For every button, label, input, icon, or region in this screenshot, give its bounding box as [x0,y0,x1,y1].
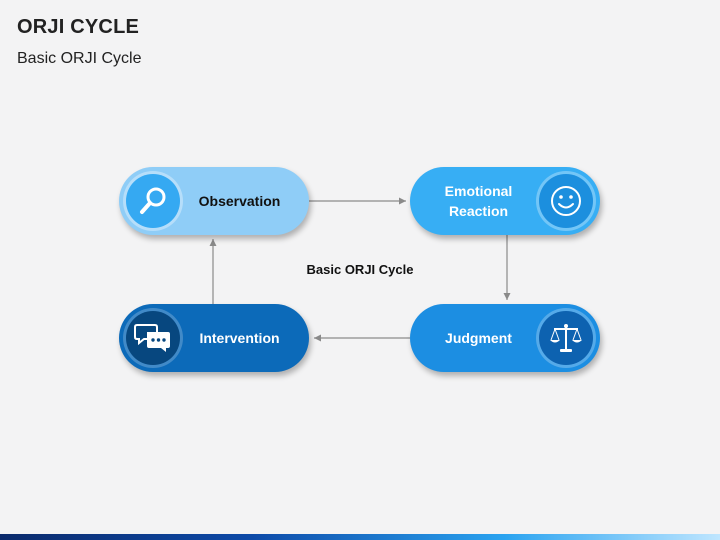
chat-bubbles-icon [126,311,180,365]
magnifier-icon [126,174,180,228]
step-judgment: Judgment [410,304,600,372]
step-label-intervention: Intervention [199,330,280,346]
scales-icon [539,311,593,365]
step-label-judgment: Judgment [445,330,512,346]
page-title: ORJI CYCLE [17,16,140,38]
step-intervention: Intervention [119,304,309,372]
footer-gradient-bar [0,534,720,540]
page-subtitle: Basic ORJI Cycle [17,50,142,67]
diagram-center-label: Basic ORJI Cycle [306,262,414,277]
step-label-emotional-reaction: Emotional Reaction [444,183,513,219]
step-label-observation: Observation [198,193,281,209]
step-emotional-reaction: Emotional Reaction [410,167,600,235]
step-observation: Observation [119,167,309,235]
smiley-icon [539,174,593,228]
